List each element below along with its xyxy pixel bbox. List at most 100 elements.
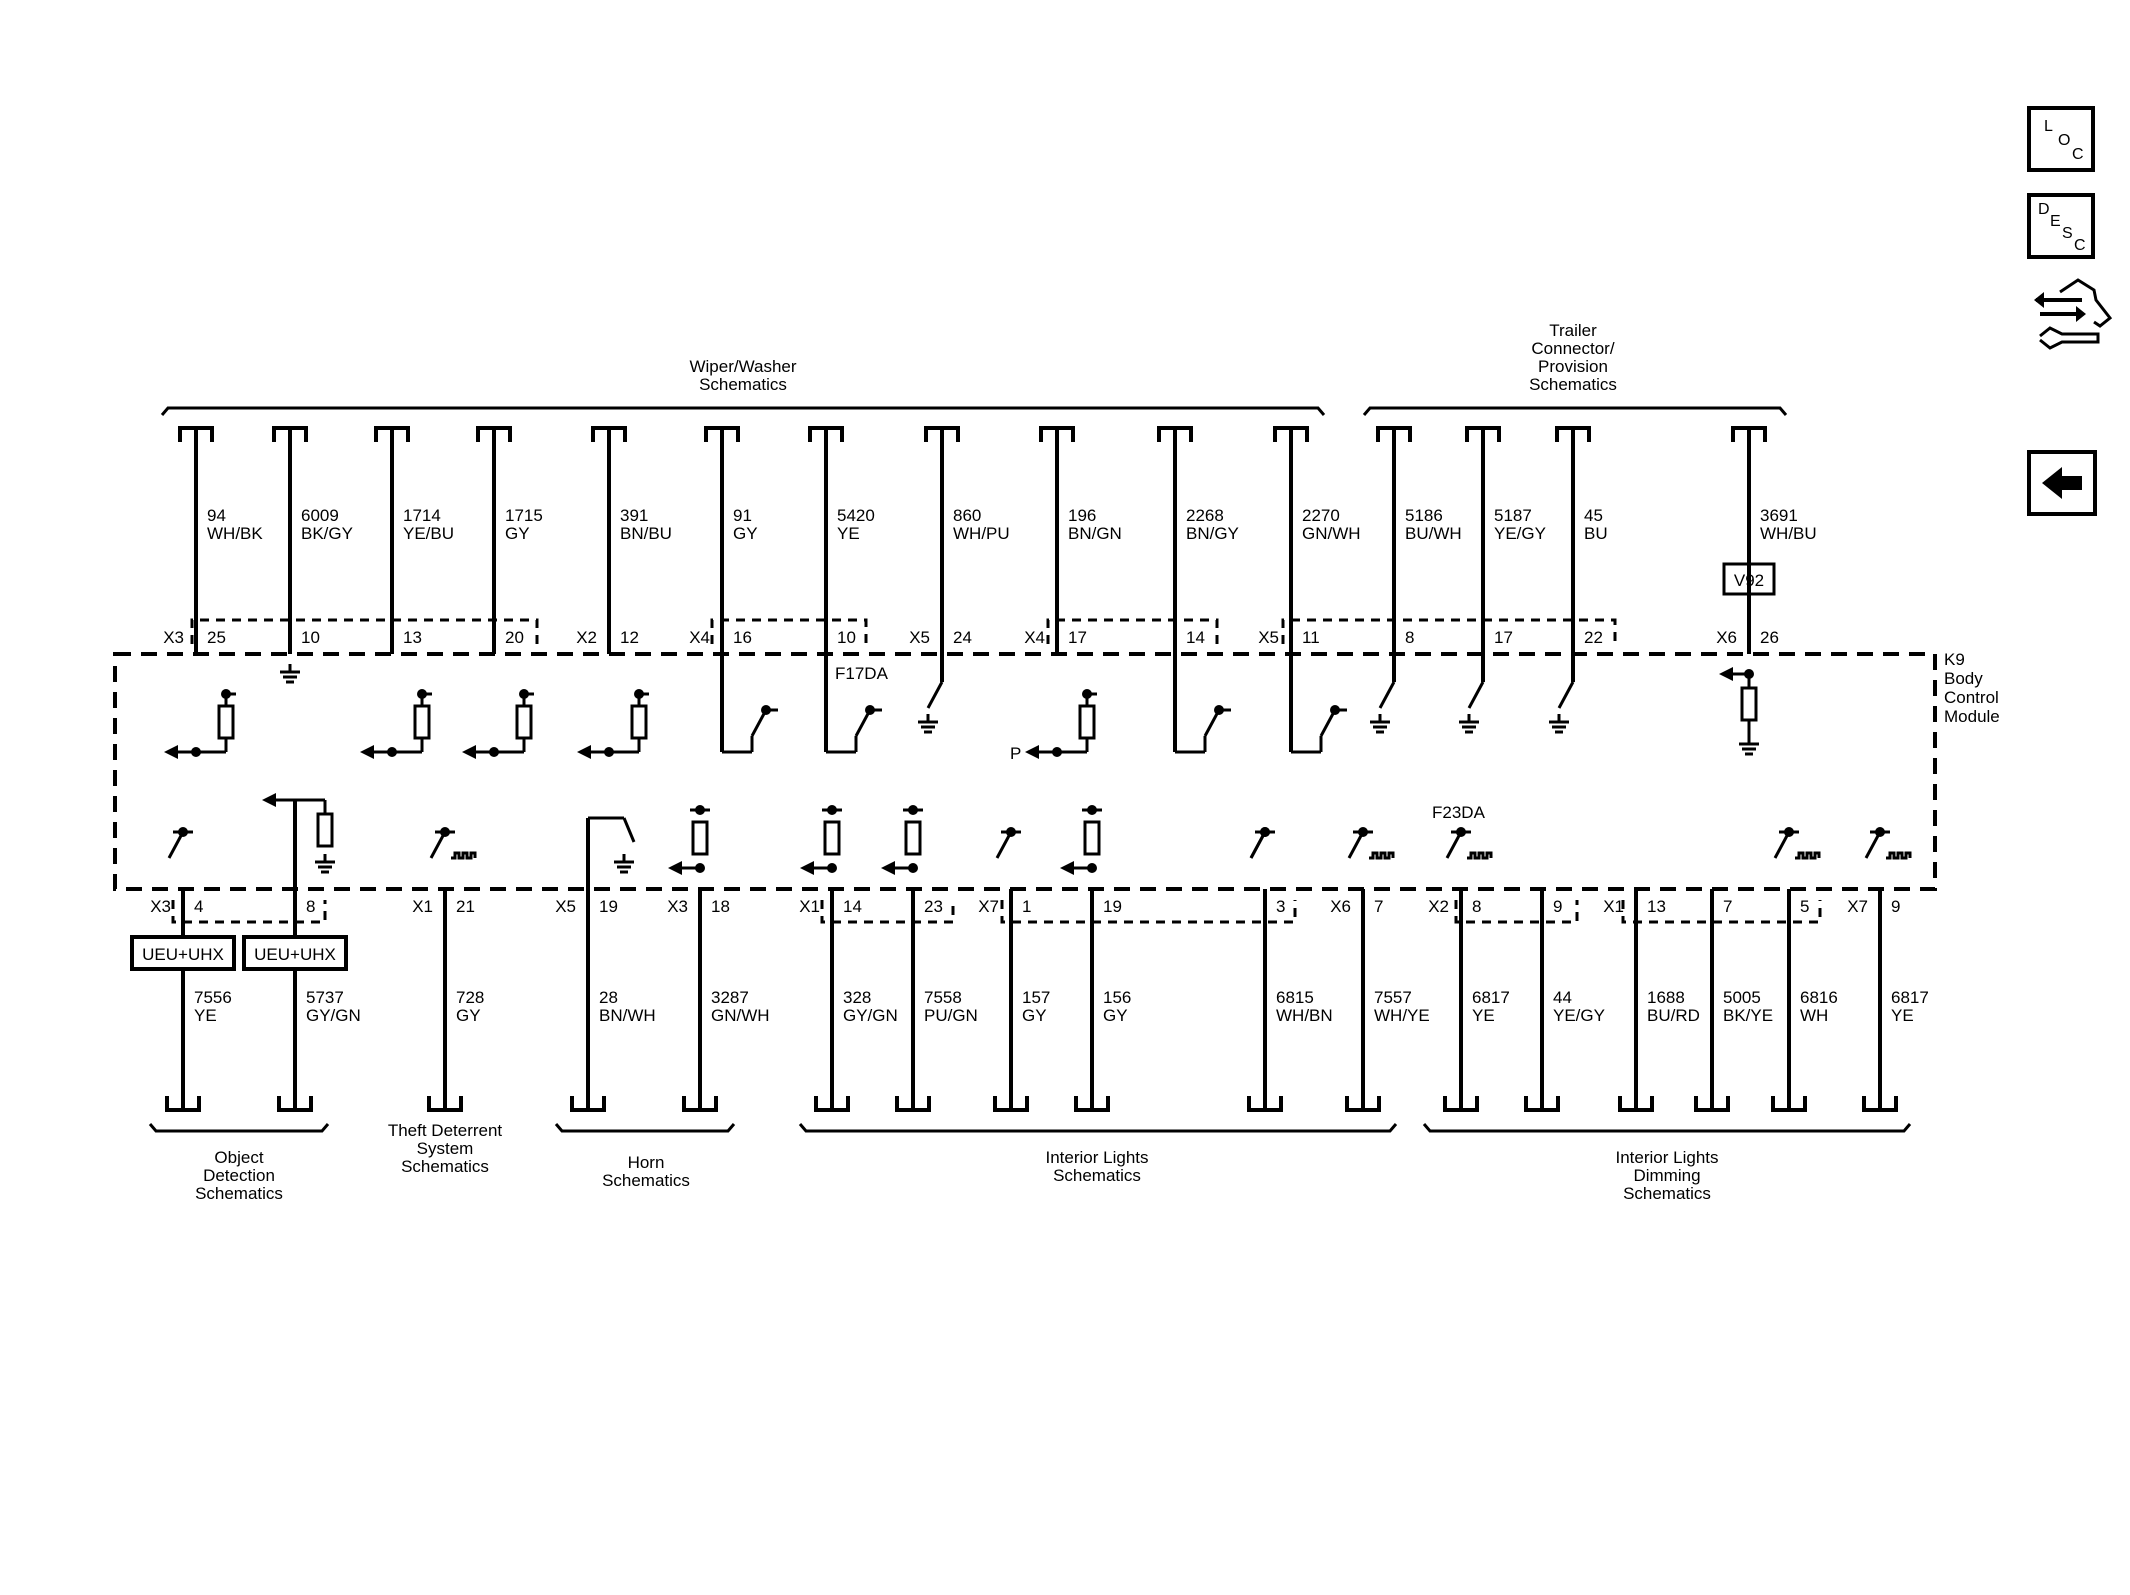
connector-id: X5 [555,897,576,916]
arrow-left-icon [360,745,374,759]
connector-end-icon[interactable] [1618,1096,1654,1112]
fuse-label-bottom: F23DA [1432,803,1486,822]
arrow-left-icon [1025,745,1039,759]
group-label: Schematics [602,1171,690,1190]
connector-id: X7 [978,897,999,916]
internal-circuits [164,428,1912,889]
wire-color: WH [1800,1006,1828,1025]
group-label: Schematics [699,375,787,394]
connector-end-icon[interactable] [682,1096,718,1112]
top-group-wiper[interactable]: Wiper/Washer Schematics [160,357,1326,416]
pin-number: 21 [456,897,475,916]
connector-end-icon[interactable] [1771,1096,1807,1112]
connector-end-icon[interactable] [1074,1096,1110,1112]
bottom-group-interior-dimming[interactable]: Interior Lights Dimming Schematics [1422,1123,1912,1203]
connector-end-icon[interactable] [1345,1096,1381,1112]
connector-end-icon[interactable] [993,1096,1029,1112]
ground-icon [280,664,300,684]
bottom-group-object-detection[interactable]: Object Detection Schematics [148,1123,330,1203]
resistor-icon [1078,704,1096,740]
wire-color: BN/BU [620,524,672,543]
circuit-number: 91 [733,506,752,525]
back-arrow-icon [2042,467,2082,499]
connector-end-icon[interactable] [1524,1096,1560,1112]
junction-dot [865,705,875,715]
connector-end-icon[interactable] [1247,1096,1283,1112]
circuit-number: 44 [1553,988,1572,1007]
pin-number: 17 [1068,628,1087,647]
group-label: Provision [1538,357,1608,376]
connector-end-icon[interactable] [895,1096,931,1112]
connector-end-icon[interactable] [165,1096,201,1112]
group-label: Detection [203,1166,275,1185]
circuit-number: 860 [953,506,981,525]
bottom-group-theft-deterrent[interactable]: Theft Deterrent System Schematics [388,1121,503,1176]
connector-tool-icon[interactable] [2034,278,2113,350]
connector-end-icon[interactable] [1862,1096,1898,1112]
top-group-trailer[interactable]: Trailer Connector/ Provision Schematics [1362,321,1788,416]
p-label: P [1010,744,1021,763]
wire-color: GY/GN [306,1006,361,1025]
pin-number: 19 [599,897,618,916]
bottom-group-horn[interactable]: Horn Schematics [554,1123,736,1190]
pin-number: 3 [1276,897,1285,916]
connector-end-icon[interactable] [814,1096,850,1112]
connector-end-icon[interactable] [1694,1096,1730,1112]
connector-end-icon[interactable] [570,1096,606,1112]
module-ref: K9 [1944,650,1965,669]
connector-id: X6 [1330,897,1351,916]
arrow-left-icon [800,861,814,875]
module-label: K9 Body Control Module [1944,650,2000,726]
bottom-group-interior-lights[interactable]: Interior Lights Schematics [798,1123,1398,1185]
circuit-number: 45 [1584,506,1603,525]
connector-end-icon[interactable] [1443,1096,1479,1112]
wire-color: GY/GN [843,1006,898,1025]
connector-end-icon[interactable] [427,1096,463,1112]
arrow-left-icon [577,745,591,759]
pulse-icon [1467,851,1493,860]
ueu-right-component[interactable]: UEU+UHX [242,935,348,971]
back-button[interactable] [2027,450,2097,516]
loc-button[interactable]: L O C [2027,106,2095,172]
desc-button[interactable]: D E S C [2027,193,2095,259]
ueu-left-component[interactable]: UEU+UHX [130,935,236,971]
arrow-left-icon [164,745,178,759]
connector-outlines-bottom [171,900,1822,924]
desc-letter: D [2038,201,2050,218]
arrow-left-icon [1719,667,1733,681]
connector-end-icon[interactable] [277,1096,313,1112]
